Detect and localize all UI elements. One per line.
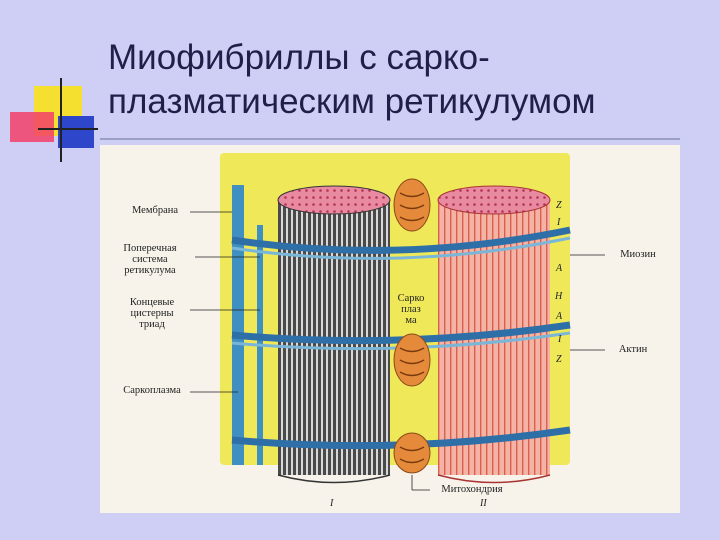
band-label: Z: [556, 354, 562, 365]
title-line-1: Миофибриллы с сарко-: [108, 38, 490, 77]
band-label: I: [557, 217, 561, 228]
label-myosin: Миозин: [620, 249, 656, 260]
mitochondrion-2: [393, 333, 431, 387]
label-actin: Актин: [618, 344, 648, 355]
myofibril-diagram: [190, 153, 605, 491]
label-mitochondria: Митохондрия: [441, 484, 503, 495]
myofibril-dark-top: [277, 185, 391, 215]
title-rule: [100, 138, 680, 140]
band-label: A: [556, 263, 563, 274]
label-membrane: Мембрана: [131, 205, 179, 216]
band-label: A: [556, 311, 563, 322]
label-terminal-cisterns: Концевые цистерны триад: [129, 297, 175, 330]
deco-horizontal-line: [38, 128, 98, 130]
band-label: Z: [556, 200, 562, 211]
myofibril-light-top: [437, 185, 551, 215]
mitochondrion-3: [393, 432, 431, 474]
reticulum-band-1: [231, 226, 571, 254]
deco-red-square: [10, 112, 54, 142]
title-line-2: плазматическим ретикулумом: [108, 82, 596, 121]
band-label: H: [555, 291, 563, 302]
label-panel-one: I: [330, 498, 334, 509]
deco-vertical-line: [60, 78, 62, 162]
reticulum-band-1b: [231, 236, 571, 260]
myofibril-dark-bottom: [277, 474, 391, 484]
label-panel-two: II: [480, 498, 487, 509]
myofibril-figure: Мембрана Поперечная система ретикулума К…: [100, 145, 680, 513]
myofibril-light-bottom: [437, 474, 551, 484]
label-transverse-system: Поперечная система ретикулума: [123, 243, 177, 276]
deco-blue-square: [58, 116, 94, 148]
label-sarcoplasm-center: Сарко плаз ма: [397, 293, 425, 326]
band-label: I: [558, 334, 562, 345]
label-sarcoplasm-left: Саркоплазма: [123, 385, 181, 396]
slide-title: Миофибриллы с сарко- плазматическим рети…: [108, 36, 708, 124]
mitochondrion-1: [393, 178, 431, 232]
